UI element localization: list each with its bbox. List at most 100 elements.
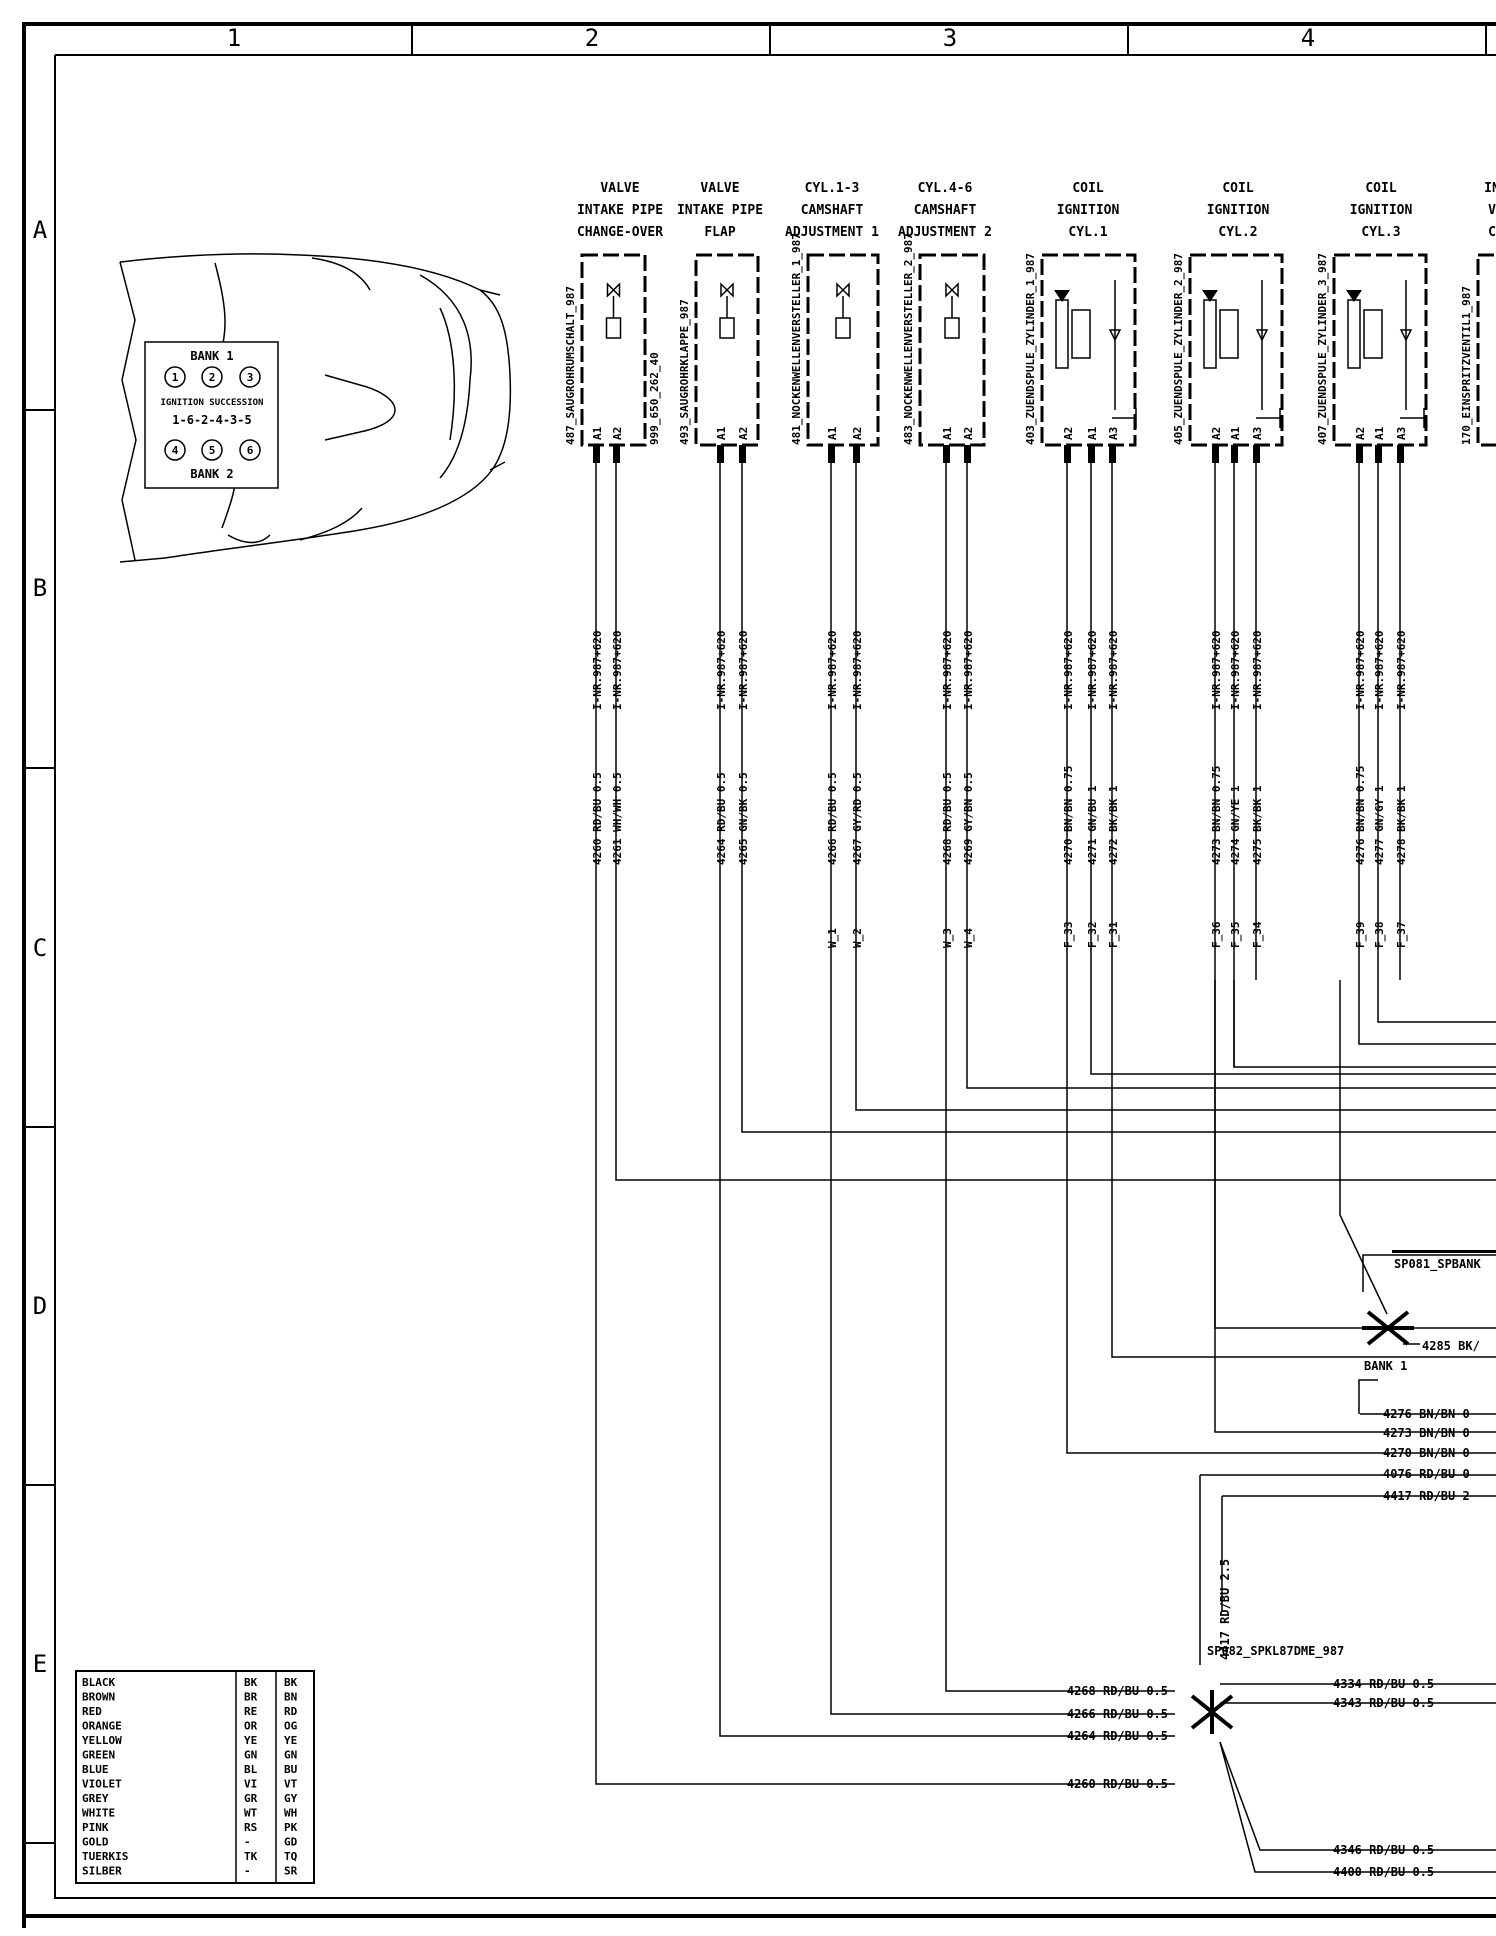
wire-id: 4261 WH/WH 0.5 <box>611 772 624 865</box>
splice-sp082: SP082_SPKL87DME_987 4417 RD/BU 2.5 4268 … <box>1067 1559 1434 1879</box>
pin-terminal <box>1397 445 1404 463</box>
column-label: 4 <box>1301 24 1315 52</box>
legend-code-de: - <box>244 1865 251 1878</box>
wire-id: 4277 GN/GY 1 <box>1373 785 1386 865</box>
wire-id: 4272 BK/BK 1 <box>1107 785 1120 865</box>
component-subtitle: INTAKE PIPE <box>677 203 763 218</box>
pin-terminal <box>593 445 600 463</box>
legend-code-en: RD <box>284 1705 298 1718</box>
splice2-left: 4268 RD/BU 0.5 <box>1067 1684 1168 1698</box>
wire-inr: I-NR.987+620 <box>611 631 624 710</box>
cylinder-icon <box>239 439 261 461</box>
component-ref: 403_ZUENDSPULE_ZYLINDER_1_987 <box>1024 253 1037 445</box>
legend-code-de: BL <box>244 1763 258 1776</box>
legend-code-de: GN <box>244 1749 257 1762</box>
component-403_zuendspule_zylinder_1_987: COILIGNITIONCYL.1403_ZUENDSPULE_ZYLINDER… <box>1024 181 1137 980</box>
connector-pin: F_34 <box>1251 921 1264 948</box>
component-function: ADJUSTMENT 2 <box>898 225 992 240</box>
legend-color-name: GOLD <box>82 1836 109 1849</box>
bank2-label: BANK 2 <box>190 467 233 481</box>
splice1-wire: 4276 BN/BN 0 <box>1383 1407 1470 1421</box>
splice1-bank: BANK 1 <box>1364 1359 1407 1373</box>
splice1-name: SP081_SPBANK <box>1394 1257 1481 1272</box>
wire-inr: I-NR.987+620 <box>1062 631 1075 710</box>
component-function: CYL.2 <box>1218 225 1257 240</box>
valve-icon <box>606 282 621 298</box>
cylinder-icon <box>201 439 223 461</box>
legend-code-en: GN <box>284 1749 297 1762</box>
wire-id: 4270 BN/BN 0.75 <box>1062 766 1075 865</box>
wire-id: 4267 GY/RD 0.5 <box>851 772 864 865</box>
cylinder-number: 4 <box>172 444 179 457</box>
component-box <box>580 253 647 447</box>
splice1-wire: 4076 RD/BU 0 <box>1383 1467 1470 1481</box>
wire-id: 4268 RD/BU 0.5 <box>941 772 954 865</box>
column-label: 3 <box>943 24 957 52</box>
legend-code-en: BN <box>284 1691 297 1704</box>
bank2-cylinders: 4 5 6 <box>164 439 261 461</box>
pin-terminal <box>828 445 835 463</box>
connector-pin: F_38 <box>1373 922 1386 949</box>
wire-id: 4278 BK/BK 1 <box>1395 785 1408 865</box>
cylinder-number: 5 <box>209 444 216 457</box>
component-ref: 483_NOCKENWELLENVERSTELLER_2_987 <box>902 233 915 445</box>
legend-color-name: VIOLET <box>82 1778 122 1791</box>
wire-inr: I-NR.987+620 <box>591 631 604 710</box>
pin-label: A1 <box>591 426 604 440</box>
legend-row: GOLD-GD <box>82 1836 298 1849</box>
wire-id: 4264 RD/BU 0.5 <box>715 772 728 865</box>
cylinder-icon <box>201 366 223 388</box>
splice-star-icon <box>1362 1310 1414 1346</box>
pin-label: A1 <box>941 426 954 440</box>
component-function: C <box>1488 225 1496 240</box>
legend-color-name: ORANGE <box>82 1720 122 1733</box>
wire-inr: I-NR.987+620 <box>1373 631 1386 710</box>
pin-label: A1 <box>1373 426 1386 440</box>
bank1-cylinders: 1 2 3 <box>164 366 261 388</box>
legend-code-en: TQ <box>284 1850 298 1863</box>
splice2-right: 4334 RD/BU 0.5 <box>1333 1677 1434 1691</box>
pin-label: A1 <box>826 426 839 440</box>
connector-pin: F_33 <box>1062 922 1075 949</box>
coil-icon <box>1071 309 1091 359</box>
component-box <box>1332 253 1428 447</box>
ground-icon <box>1400 408 1425 428</box>
bank1-label: BANK 1 <box>190 349 233 363</box>
row-label: B <box>33 574 47 602</box>
legend-code-en: GD <box>284 1836 298 1849</box>
connector-pin: W_4 <box>962 928 975 948</box>
splice-sp081: SP081_SPBANK BANK 1 4285 BK/ 4276 BN/BN … <box>1362 1250 1496 1503</box>
sheet-frame <box>22 22 1496 1928</box>
pin-terminal <box>1212 445 1219 463</box>
pin-terminal <box>1253 445 1260 463</box>
wire-inr: I-NR.987+620 <box>1229 631 1242 710</box>
legend-code-en: YE <box>284 1734 297 1747</box>
connector-pin: F_39 <box>1354 922 1367 949</box>
splice2-name: SP082_SPKL87DME_987 <box>1207 1644 1344 1659</box>
splice1-wire: 4273 BN/BN 0 <box>1383 1426 1470 1440</box>
legend-color-name: GREY <box>82 1792 109 1805</box>
legend-color-name: BLUE <box>82 1763 109 1776</box>
legend-color-name: RED <box>82 1705 102 1718</box>
connector-pin: F_31 <box>1107 921 1120 948</box>
wire-id: 4260 RD/BU 0.5 <box>591 772 604 865</box>
wire-inr: I-NR.987+620 <box>851 631 864 710</box>
wire-inr: I-NR.987+620 <box>1395 631 1408 710</box>
row-label: D <box>33 1292 47 1320</box>
pin-label: A3 <box>1395 427 1408 440</box>
pin-label: A2 <box>1062 427 1075 440</box>
routing-lines <box>595 980 1496 1873</box>
pin-label: A3 <box>1251 427 1264 440</box>
component-405_zuendspule_zylinder_2_987: COILIGNITIONCYL.2405_ZUENDSPULE_ZYLINDER… <box>1172 181 1284 980</box>
component-box <box>1188 253 1284 447</box>
pin-label: A2 <box>737 427 750 440</box>
legend-code-de: YE <box>244 1734 257 1747</box>
actuator-icon <box>945 282 959 298</box>
